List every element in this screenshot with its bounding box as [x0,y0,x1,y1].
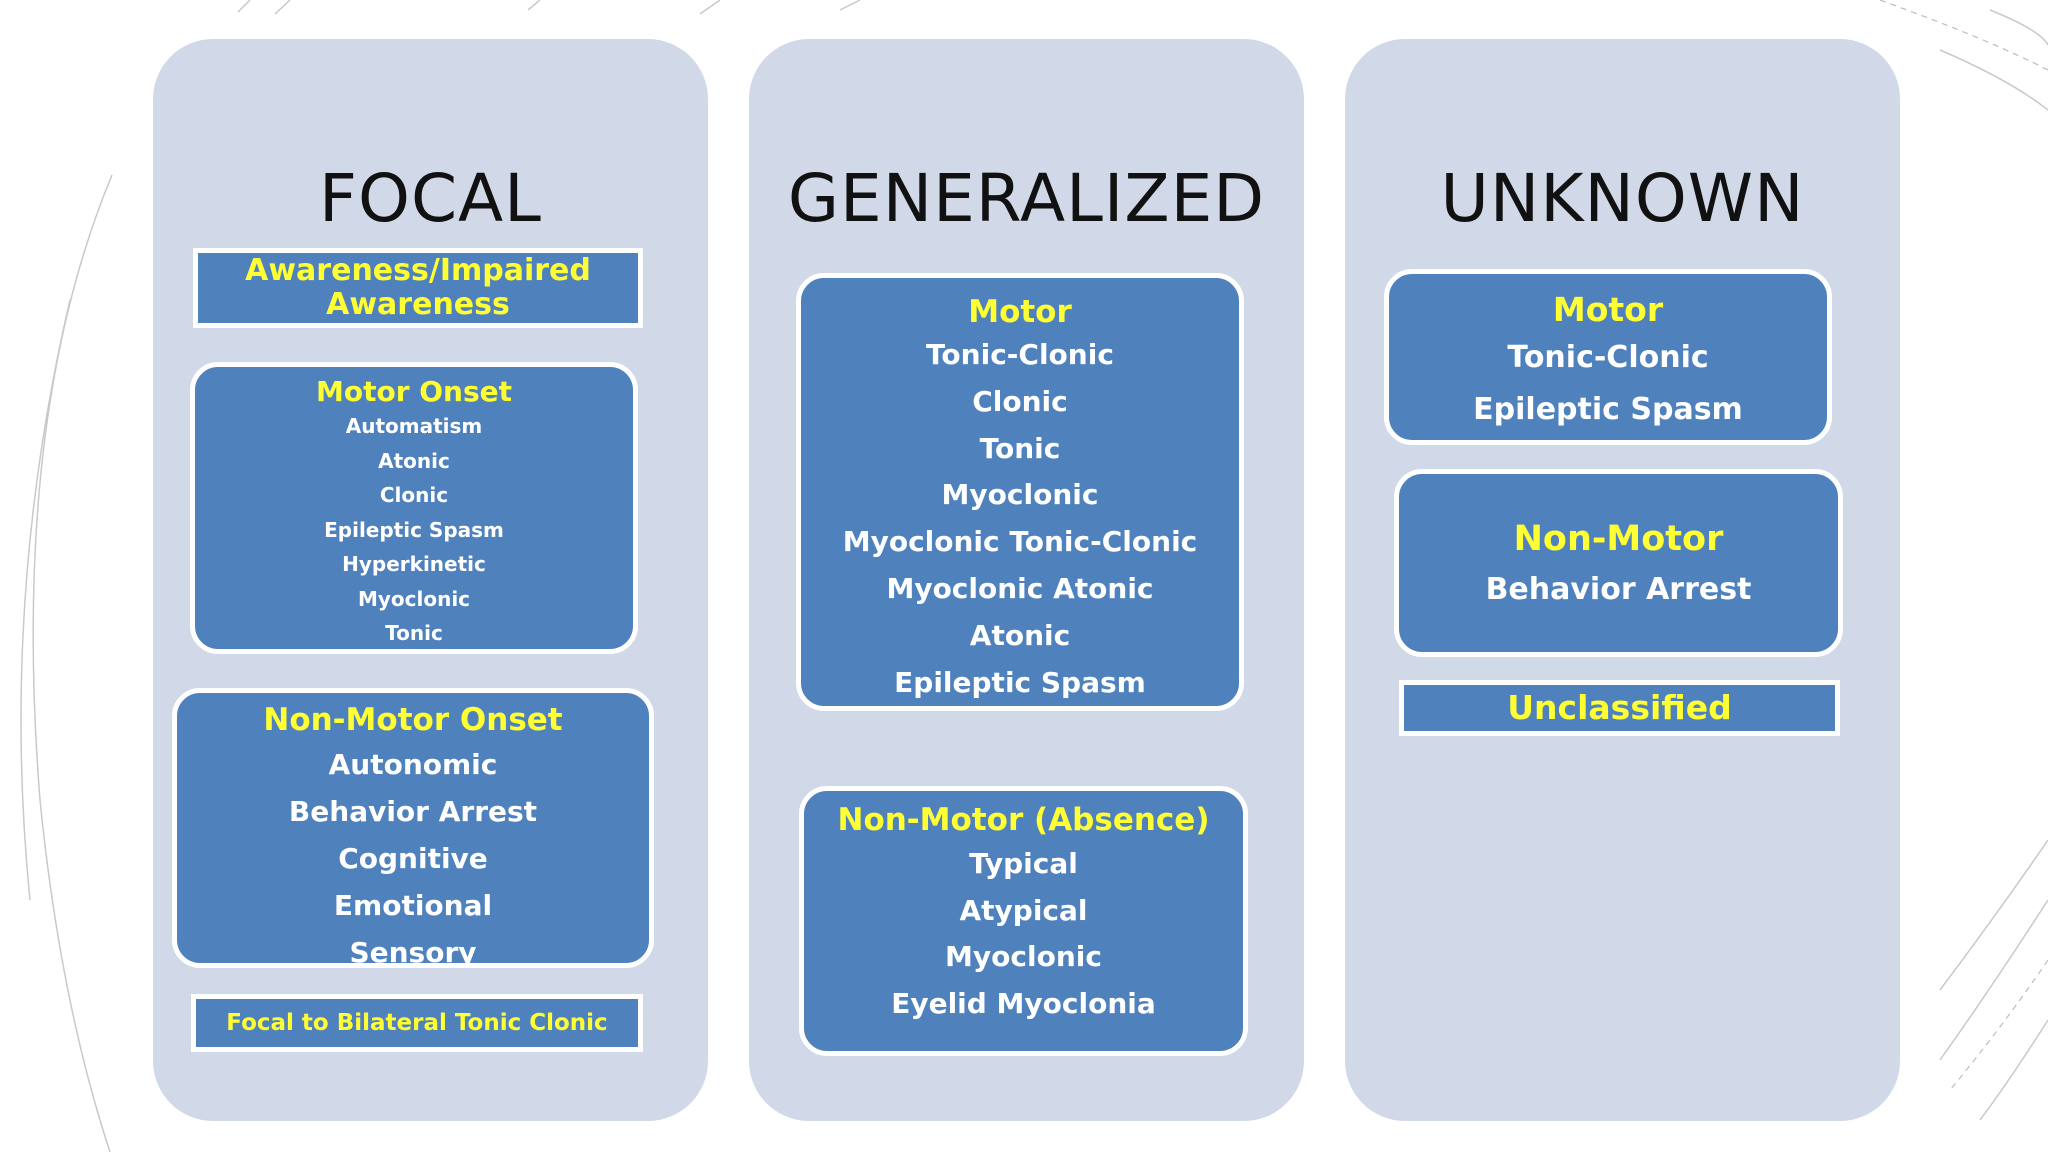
unclassified-box: Unclassified [1399,680,1840,736]
list-item: Cognitive [338,842,488,875]
list-item: Tonic-Clonic [1507,340,1709,375]
focal-to-bilateral-label: Focal to Bilateral Tonic Clonic [226,1009,608,1036]
list-item: Autonomic [328,748,498,781]
list-item: Epileptic Spasm [324,517,504,542]
column-title-focal: FOCAL [319,160,542,237]
generalized-non-motor-title: Non-Motor (Absence) [837,802,1210,838]
list-item: Clonic [379,483,449,507]
list-item: Eyelid Myoclonia [891,986,1156,1020]
unknown-non-motor-box: Non-Motor Behavior Arrest [1394,469,1843,657]
unclassified-label: Unclassified [1507,688,1732,728]
list-item: Myoclonic [357,586,471,611]
awareness-label: Awareness/Impaired Awareness [245,252,591,322]
list-item: Atonic [969,618,1071,652]
generalized-motor-title: Motor [968,294,1072,330]
unknown-motor-title: Motor [1552,290,1664,329]
list-item: Behavior Arrest [288,795,538,828]
list-item: Tonic [979,431,1061,465]
list-item: Myoclonic Atonic [886,571,1154,605]
focal-motor-onset-title: Motor Onset [315,375,513,408]
list-item: Atypical [959,893,1088,927]
list-item: Clonic [972,384,1068,418]
awareness-box: Awareness/Impaired Awareness [193,248,643,328]
list-item: Typical [969,847,1078,880]
unknown-non-motor-title: Non-Motor [1513,519,1724,559]
column-title-generalized: GENERALIZED [787,160,1266,237]
unknown-non-motor-list: Behavior Arrest [1399,564,1838,616]
list-item: Automatism [345,414,483,438]
column-title-unknown: UNKNOWN [1440,160,1805,237]
list-item: Myoclonic [941,478,1099,512]
list-item: Sensory [349,936,477,969]
list-item: Tonic [385,621,443,645]
list-item: Epileptic Spasm [894,665,1146,699]
column-focal: FOCAL Awareness/Impaired Awareness Motor… [153,39,708,1121]
list-item: Hyperkinetic [342,552,486,576]
focal-non-motor-onset-title: Non-Motor Onset [263,702,563,738]
list-item: Myoclonic [945,940,1102,973]
list-item: Atonic [378,448,450,473]
list-item: Epileptic Spasm [1473,392,1743,427]
list-item: Behavior Arrest [1485,572,1752,607]
list-item: Emotional [333,889,493,922]
list-item: Tonic-Clonic [926,338,1114,371]
list-item: Myoclonic Tonic-Clonic [842,525,1198,559]
focal-to-bilateral-box: Focal to Bilateral Tonic Clonic [191,994,643,1052]
